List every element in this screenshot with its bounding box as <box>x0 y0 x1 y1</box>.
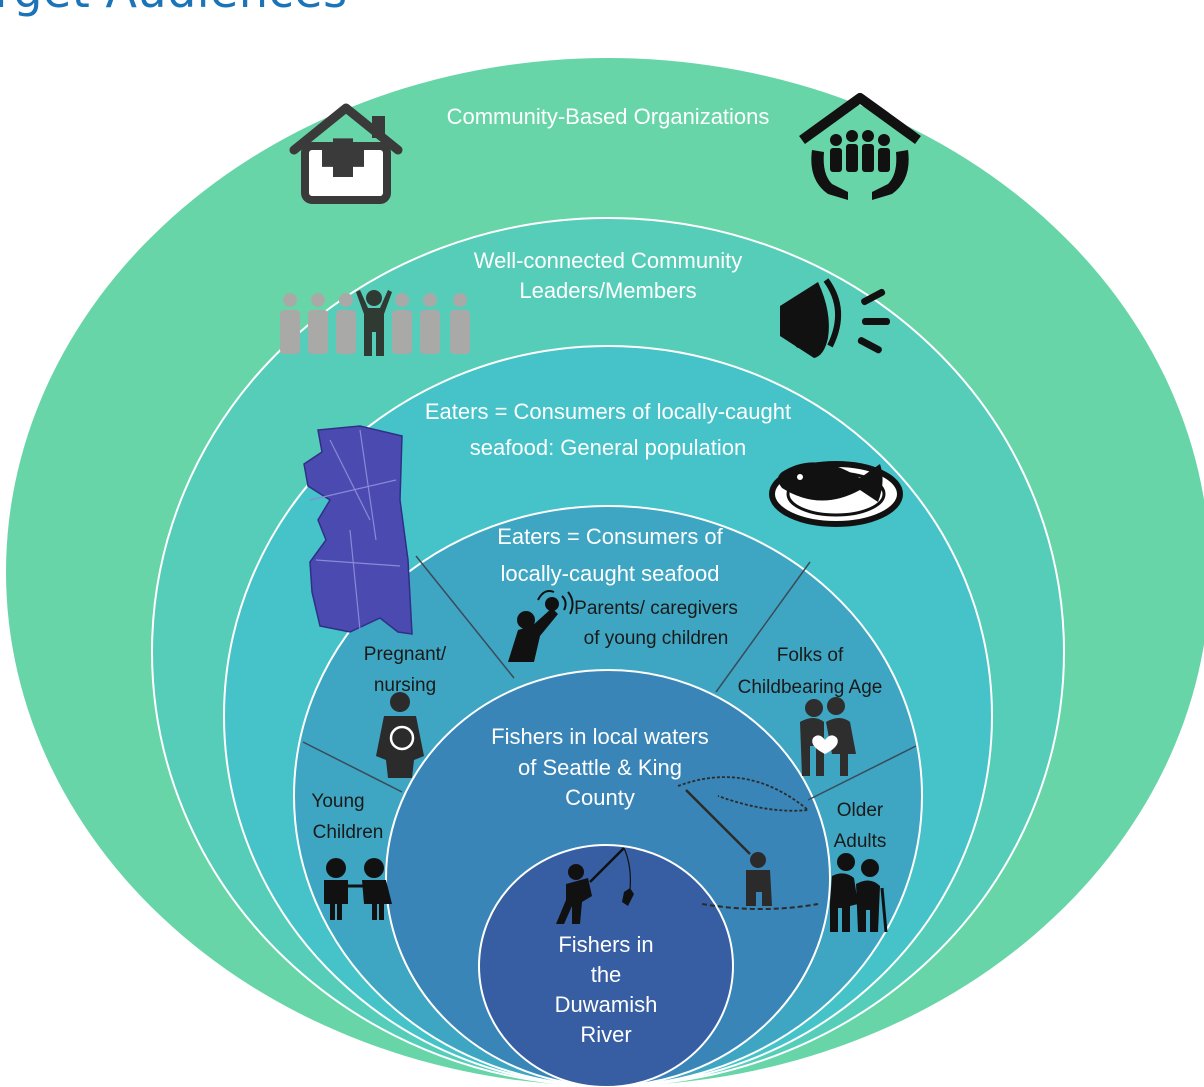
segment-label-young: Children <box>313 822 384 843</box>
page-title: arget Audiences <box>0 0 348 18</box>
segment-label-parents: Parents/ caregivers <box>574 598 738 619</box>
segment-label-folks: Childbearing Age <box>738 677 883 698</box>
segment-label-folks: Folks of <box>777 645 844 666</box>
couple-heart-icon <box>800 697 856 776</box>
ring-label-duwamish: Fishers in <box>558 932 653 957</box>
children-icon <box>324 858 392 920</box>
megaphone-icon <box>780 278 890 358</box>
ring-label-eaters: locally-caught seafood <box>501 561 720 586</box>
seattle-map-icon <box>303 425 413 635</box>
people-row-icon <box>280 290 470 356</box>
segment-label-parents: of young children <box>584 628 729 649</box>
divider-line <box>415 555 515 679</box>
segment-label-older: Older <box>837 800 884 821</box>
divider-line <box>302 741 403 793</box>
divider-line <box>715 561 811 693</box>
ring-label-duwamish: River <box>580 1022 631 1047</box>
ring-label-community-orgs: Community-Based Organizations <box>447 104 770 129</box>
ring-label-eaters: Eaters = Consumers of <box>497 524 723 549</box>
segment-label-pregnant: Pregnant/ <box>364 644 447 665</box>
segment-label-young: Young <box>311 791 364 812</box>
ring-label-general: Eaters = Consumers of locally-caught <box>425 399 791 424</box>
fish-plate-icon <box>769 461 903 527</box>
ring-label-duwamish: Duwamish <box>555 992 658 1017</box>
ring-label-local-fishers: Fishers in local waters <box>491 724 709 749</box>
segment-label-older: Adults <box>834 831 887 852</box>
segment-label-pregnant: nursing <box>374 675 436 696</box>
ring-label-local-fishers: County <box>565 785 635 810</box>
family-house-hands-icon <box>799 93 921 200</box>
ring-label-leaders: Leaders/Members <box>519 278 696 303</box>
elderly-couple-icon <box>830 853 888 933</box>
ring-label-general: seafood: General population <box>470 435 746 460</box>
ring-label-duwamish: the <box>591 962 622 987</box>
ring-label-local-fishers: of Seattle & King <box>518 755 682 780</box>
ring-label-leaders: Well-connected Community <box>474 248 743 273</box>
pregnant-woman-icon <box>376 692 424 778</box>
fly-fisher-icon <box>677 776 819 910</box>
fisher-icon <box>556 847 634 924</box>
health-house-icon <box>289 103 403 204</box>
parent-child-icon <box>508 590 574 662</box>
divider-line <box>807 745 917 801</box>
ring-duwamish-fishers <box>478 844 734 1087</box>
